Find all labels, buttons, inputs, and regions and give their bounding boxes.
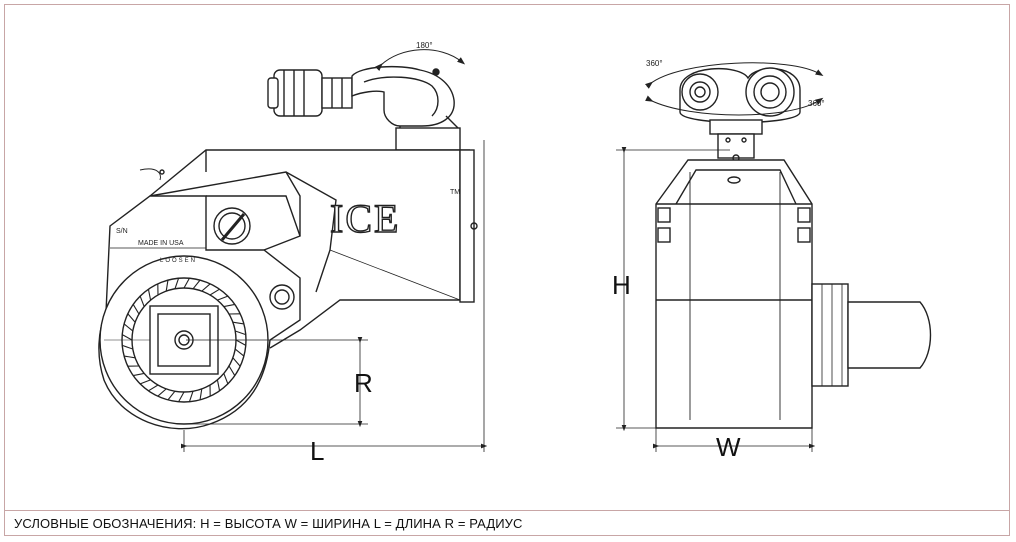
- legend-bar: УСЛОВНЫЕ ОБОЗНАЧЕНИЯ: H = ВЫСОТА W = ШИР…: [4, 510, 1010, 536]
- cap-screw: [213, 207, 251, 245]
- side-view: [98, 49, 488, 452]
- ratchet-tooth: [123, 323, 134, 332]
- ratchet-tooth: [232, 357, 241, 367]
- ratchet-tooth: [232, 321, 244, 325]
- ratchet-tooth: [234, 348, 245, 357]
- ratchet-tooth: [223, 303, 235, 308]
- ratchet-tooth: [165, 280, 169, 292]
- drive-shaft: [811, 283, 932, 387]
- ratchet-tooth: [122, 344, 133, 350]
- rotation-label-360-bottom: 360°: [808, 99, 825, 108]
- ratchet-tooth: [167, 390, 176, 401]
- ratchet-tooth: [174, 278, 180, 289]
- ratchet-tooth: [147, 289, 152, 301]
- ratchet-tooth: [121, 334, 133, 341]
- front-body: [655, 159, 813, 429]
- ratchet-tooth: [223, 373, 229, 385]
- rotation-label-360-top: 360°: [646, 59, 663, 68]
- plate-loosen-label: LOOSEN: [160, 258, 197, 264]
- dim-h-label: H: [612, 270, 631, 300]
- ratchet-tooth: [209, 288, 220, 296]
- dim-l-label: L: [310, 436, 324, 466]
- side-fitting: [269, 284, 295, 310]
- ratchet-tooth: [133, 372, 145, 377]
- legend-text: УСЛОВНЫЕ ОБОЗНАЧЕНИЯ: H = ВЫСОТА W = ШИР…: [14, 516, 523, 531]
- plate-made-label: MADE IN USA: [138, 240, 184, 247]
- dim-r-label: R: [354, 368, 373, 398]
- ratchet-tooth: [148, 384, 159, 392]
- ratchet-tooth: [132, 304, 140, 315]
- trademark-mark: TM: [450, 189, 460, 196]
- ratchet-tooth: [217, 295, 229, 301]
- ratchet-tooth: [235, 330, 246, 336]
- dim-w-label: W: [716, 432, 741, 462]
- ratchet-tooth: [157, 388, 167, 397]
- ratchet-tooth: [216, 379, 221, 391]
- ratchet-tooth: [127, 313, 136, 323]
- ratchet-tooth: [192, 279, 201, 290]
- ratchet-tooth: [139, 379, 151, 385]
- drawing-frame: [4, 4, 1010, 536]
- cylinder-body: [139, 149, 478, 349]
- ratchet-tooth: [178, 391, 185, 403]
- ratchet-tooth: [124, 355, 136, 359]
- ratchet-tooth: [201, 283, 211, 292]
- plate-sn-label: S/N: [116, 228, 128, 235]
- ratchet-tooth: [235, 339, 247, 346]
- front-view: [616, 62, 932, 452]
- brand-logo: ICE: [330, 196, 400, 241]
- swivel-connector: [267, 65, 461, 151]
- ratchet-tooth: [228, 365, 236, 376]
- rotation-label-180: 180°: [416, 41, 433, 50]
- ratchet-tooth: [199, 388, 203, 400]
- ratchet-tooth: [183, 277, 190, 289]
- ratchet-tooth: [188, 391, 194, 402]
- ratchet-tooth: [139, 295, 145, 307]
